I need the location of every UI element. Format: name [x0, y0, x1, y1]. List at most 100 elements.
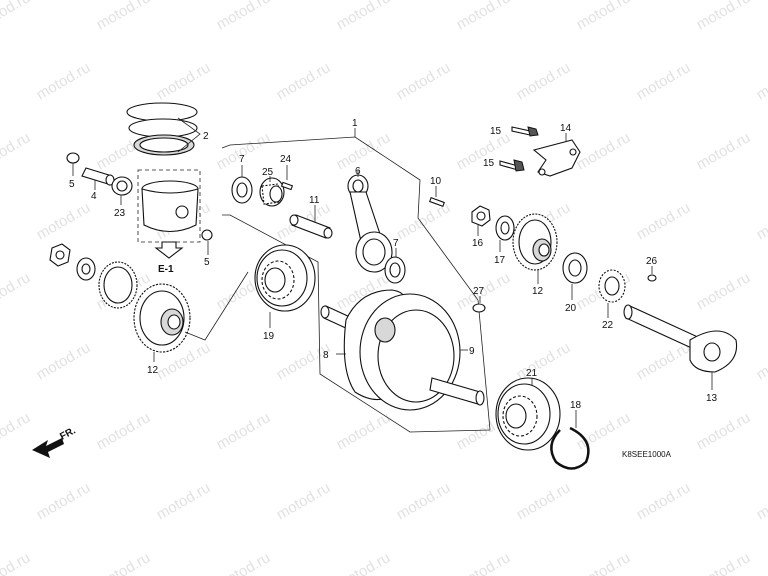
callout-4: 4 — [91, 191, 97, 202]
watermark-text: motod.ru — [214, 409, 274, 453]
watermark-text: motod.ru — [94, 0, 154, 33]
washer-17 — [495, 215, 515, 241]
piston-clip-5b — [201, 229, 213, 241]
watermark-text: motod.ru — [34, 479, 94, 523]
leader-gear-link — [184, 271, 249, 341]
piston-pin — [81, 167, 115, 186]
callout-22: 22 — [602, 320, 614, 331]
bolt-15a — [511, 126, 539, 137]
callout-5b: 5 — [204, 257, 210, 268]
watermark-text: motod.ru — [154, 59, 214, 103]
watermark-text: motod.ru — [394, 199, 454, 243]
watermark-text: motod.ru — [754, 199, 768, 243]
watermark-text: motod.ru — [574, 409, 634, 453]
callout-11: 11 — [309, 195, 320, 206]
watermark-text: motod.ru — [694, 549, 754, 576]
watermark-text: motod.ru — [154, 479, 214, 523]
watermark-text: motod.ru — [754, 479, 768, 523]
thrust-washer-7a — [231, 176, 253, 204]
watermark-text: motod.ru — [34, 339, 94, 383]
nut-left — [49, 243, 71, 267]
callout-7a: 7 — [239, 154, 245, 165]
crank-pin-11 — [289, 214, 333, 239]
watermark-text: motod.ru — [0, 129, 33, 173]
callout-26: 26 — [646, 256, 658, 267]
watermark-text: motod.ru — [0, 0, 33, 33]
crankshaft-right-9 — [359, 293, 485, 411]
callout-15a: 15 — [490, 126, 502, 137]
callout-20: 20 — [565, 303, 577, 314]
watermark-text: motod.ru — [214, 549, 274, 576]
ball-bearing-21 — [495, 377, 561, 451]
piston-rings — [126, 102, 198, 156]
watermark-text: motod.ru — [694, 129, 754, 173]
needle-bearing-25 — [259, 177, 285, 207]
watermark-text: motod.ru — [334, 129, 394, 173]
bearing-20 — [562, 252, 588, 284]
leader-2 — [177, 117, 201, 153]
watermark-text: motod.ru — [634, 339, 694, 383]
bolt-15b — [499, 159, 525, 172]
callout-8: 8 — [323, 350, 329, 361]
watermark-text: motod.ru — [454, 0, 514, 33]
watermark-text: motod.ru — [394, 479, 454, 523]
callout-5a: 5 — [69, 179, 75, 190]
watermark-text: motod.ru — [694, 0, 754, 33]
callout-15b: 15 — [483, 158, 495, 169]
watermark-text: motod.ru — [34, 59, 94, 103]
callout-21: 21 — [526, 368, 538, 379]
snap-ring-18 — [550, 426, 590, 470]
thrust-washer-7b — [384, 256, 406, 284]
callout-25: 25 — [262, 167, 274, 178]
callout-18: 18 — [570, 400, 582, 411]
washer-left — [76, 257, 96, 281]
ball-bearing-19 — [254, 244, 316, 312]
watermark-text: motod.ru — [634, 199, 694, 243]
watermark-text: motod.ru — [574, 129, 634, 173]
watermark-text: motod.ru — [754, 339, 768, 383]
watermark-text: motod.ru — [394, 59, 454, 103]
watermark-text: motod.ru — [214, 0, 274, 33]
front-label: FR. — [58, 425, 78, 442]
watermark-text: motod.ru — [274, 479, 334, 523]
watermark-text: motod.ru — [0, 409, 33, 453]
watermark-text: motod.ru — [94, 549, 154, 576]
needle-bearing-23 — [111, 176, 133, 196]
diagram-code: K8SEE1000A — [622, 450, 672, 459]
gear-left-large — [133, 283, 191, 353]
plate-14 — [532, 139, 581, 177]
watermark-text: motod.ru — [334, 0, 394, 33]
piston — [141, 180, 199, 233]
watermark-text: motod.ru — [514, 339, 574, 383]
gear-12-right — [512, 213, 558, 271]
callout-14: 14 — [560, 123, 572, 134]
watermark-text: motod.ru — [634, 59, 694, 103]
watermark-text: motod.ru — [754, 59, 768, 103]
watermark-text: motod.ru — [514, 59, 574, 103]
pin-10 — [429, 197, 445, 207]
watermark-text: motod.ru — [574, 0, 634, 33]
gear-left-small — [98, 261, 138, 309]
callout-19: 19 — [263, 331, 275, 342]
key-27 — [472, 303, 486, 313]
watermark-text: motod.ru — [574, 549, 634, 576]
needle-bearing-22 — [598, 269, 626, 303]
piston-clip-5a — [66, 152, 80, 164]
callout-12b: 12 — [532, 286, 544, 297]
watermark-text: motod.ru — [274, 59, 334, 103]
callout-6: 6 — [355, 166, 361, 177]
callout-1: 1 — [352, 118, 358, 129]
watermark-text: motod.ru — [634, 479, 694, 523]
callout-13: 13 — [706, 393, 718, 404]
watermark-text: motod.ru — [334, 549, 394, 576]
watermark-text: motod.ru — [0, 549, 33, 576]
callout-27: 27 — [473, 286, 485, 297]
ring-26 — [647, 274, 657, 282]
watermark-text: motod.ru — [94, 409, 154, 453]
watermark-text: motod.ru — [0, 269, 33, 313]
connecting-rod-6 — [347, 174, 393, 273]
watermark-text: motod.ru — [454, 549, 514, 576]
callout-17: 17 — [494, 255, 506, 266]
